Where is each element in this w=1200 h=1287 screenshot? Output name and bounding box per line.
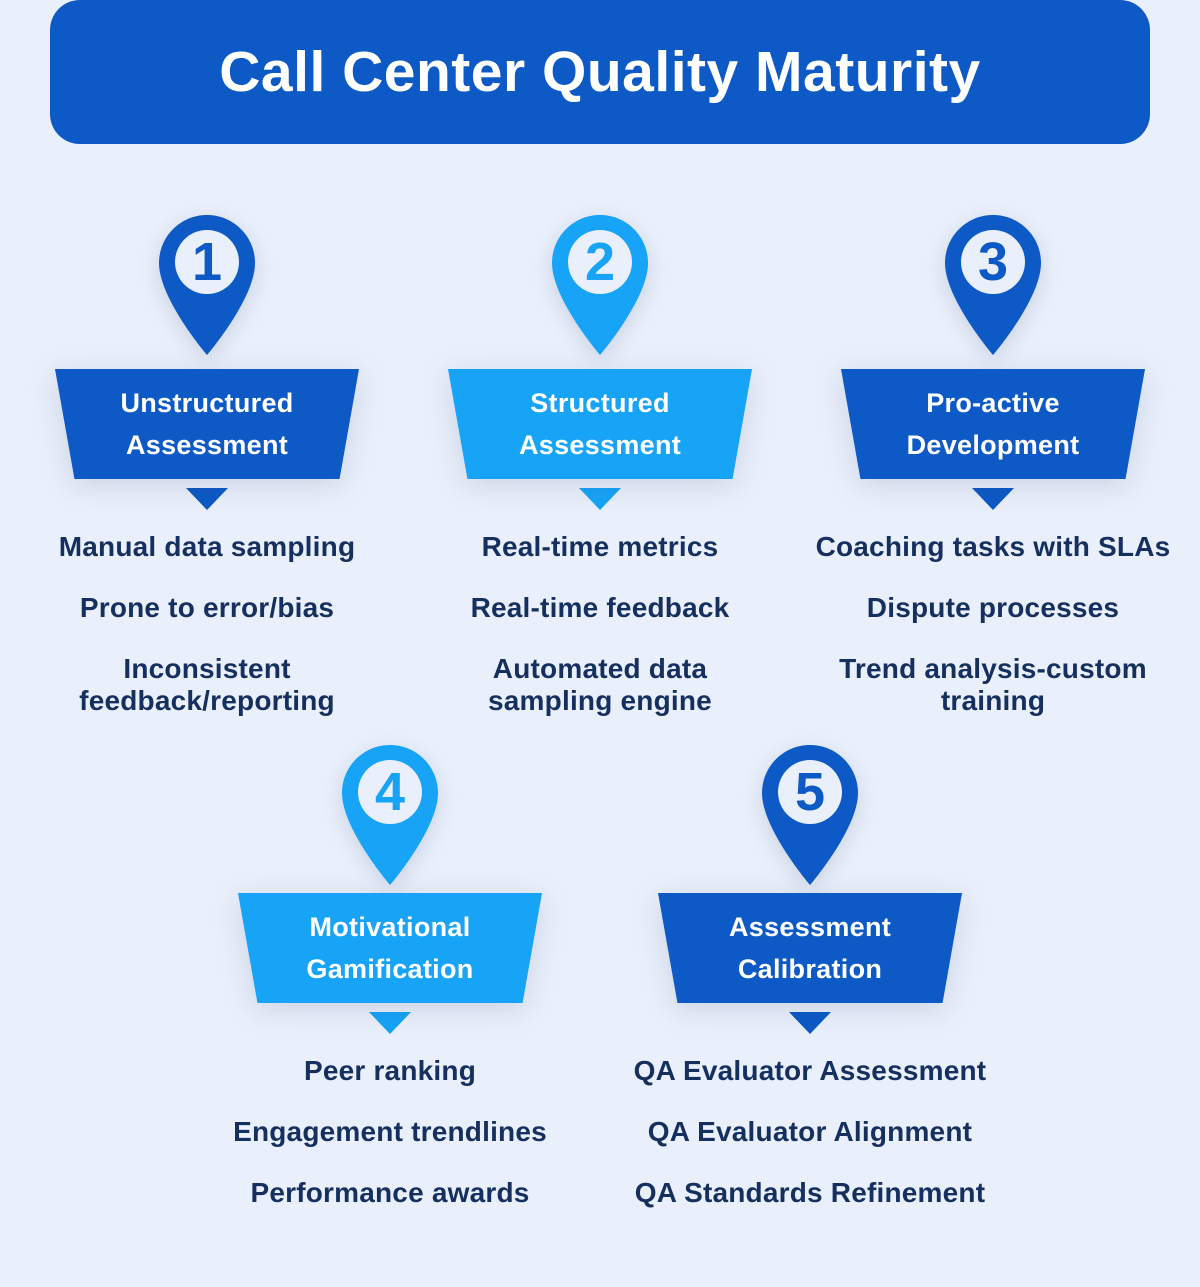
arrow-down-icon [186,488,228,510]
stage-number: 2 [584,232,616,292]
arrow-down-icon [972,488,1014,510]
stage-item: Dispute processes [866,592,1120,623]
stage-label: Motivational Gamification [306,912,474,984]
arrow-down-icon [579,488,621,510]
stage-4: 4 Motivational Gamification Peer ranking… [180,745,600,1238]
banner-trapezoid: Structured Assessment [448,369,752,479]
stages-row-top: 1 Unstructured Assessment Manual data sa… [0,215,1200,746]
stage-item: Real-time feedback [470,592,730,623]
stage-label: Pro-active Development [906,388,1080,460]
map-pin-icon: 5 [762,745,858,885]
stage-label-banner: Assessment Calibration [658,893,962,1003]
banner-trapezoid: Pro-active Development [841,369,1145,479]
stage-item: Automated data sampling engine [488,653,712,716]
stage-1: 1 Unstructured Assessment Manual data sa… [11,215,404,746]
map-pin-icon: 1 [159,215,255,355]
stage-item: Trend analysis-custom training [839,653,1147,716]
stage-number: 4 [374,762,406,822]
banner-trapezoid: Motivational Gamification [238,893,542,1003]
stage-item: QA Standards Refinement [634,1177,986,1208]
stage-item: Peer ranking [303,1055,476,1086]
stage-item-list: Manual data sampling Prone to error/bias… [59,531,356,746]
stage-2: 2 Structured Assessment Real-time metric… [404,215,797,746]
stage-number: 5 [794,762,826,822]
stage-number: 1 [191,232,223,292]
stage-label-banner: Motivational Gamification [238,893,542,1003]
stage-item: Inconsistent feedback/reporting [79,653,335,716]
page-title: Call Center Quality Maturity [219,40,981,104]
stage-item: QA Evaluator Alignment [647,1116,973,1147]
stage-item: QA Evaluator Assessment [633,1055,987,1086]
arrow-down-icon [789,1012,831,1034]
arrow-down-icon [369,1012,411,1034]
stage-label-banner: Structured Assessment [448,369,752,479]
stage-label: Unstructured Assessment [120,388,294,460]
map-pin-icon: 3 [945,215,1041,355]
stage-item-list: Real-time metrics Real-time feedback Aut… [471,531,730,746]
stage-item-list: Peer ranking Engagement trendlines Perfo… [233,1055,547,1238]
stage-label-banner: Pro-active Development [841,369,1145,479]
map-pin-icon: 4 [342,745,438,885]
stage-item-list: QA Evaluator Assessment QA Evaluator Ali… [634,1055,987,1238]
title-banner: Call Center Quality Maturity [50,0,1150,144]
stage-number: 3 [977,232,1009,292]
stage-item: Prone to error/bias [79,592,335,623]
stage-item: Coaching tasks with SLAs [815,531,1171,562]
stage-item: Engagement trendlines [233,1116,547,1147]
stage-item: Real-time metrics [481,531,719,562]
stages-row-bottom: 4 Motivational Gamification Peer ranking… [0,745,1200,1238]
banner-trapezoid: Assessment Calibration [658,893,962,1003]
stage-item: Manual data sampling [58,531,356,562]
stage-label: Assessment Calibration [728,912,892,984]
stage-label: Structured Assessment [518,388,682,460]
stage-item: Performance awards [250,1177,530,1208]
banner-trapezoid: Unstructured Assessment [55,369,359,479]
stage-5: 5 Assessment Calibration QA Evaluator As… [600,745,1020,1238]
stage-3: 3 Pro-active Development Coaching tasks … [797,215,1190,746]
map-pin-icon: 2 [552,215,648,355]
stage-item-list: Coaching tasks with SLAs Dispute process… [816,531,1171,746]
stage-label-banner: Unstructured Assessment [55,369,359,479]
